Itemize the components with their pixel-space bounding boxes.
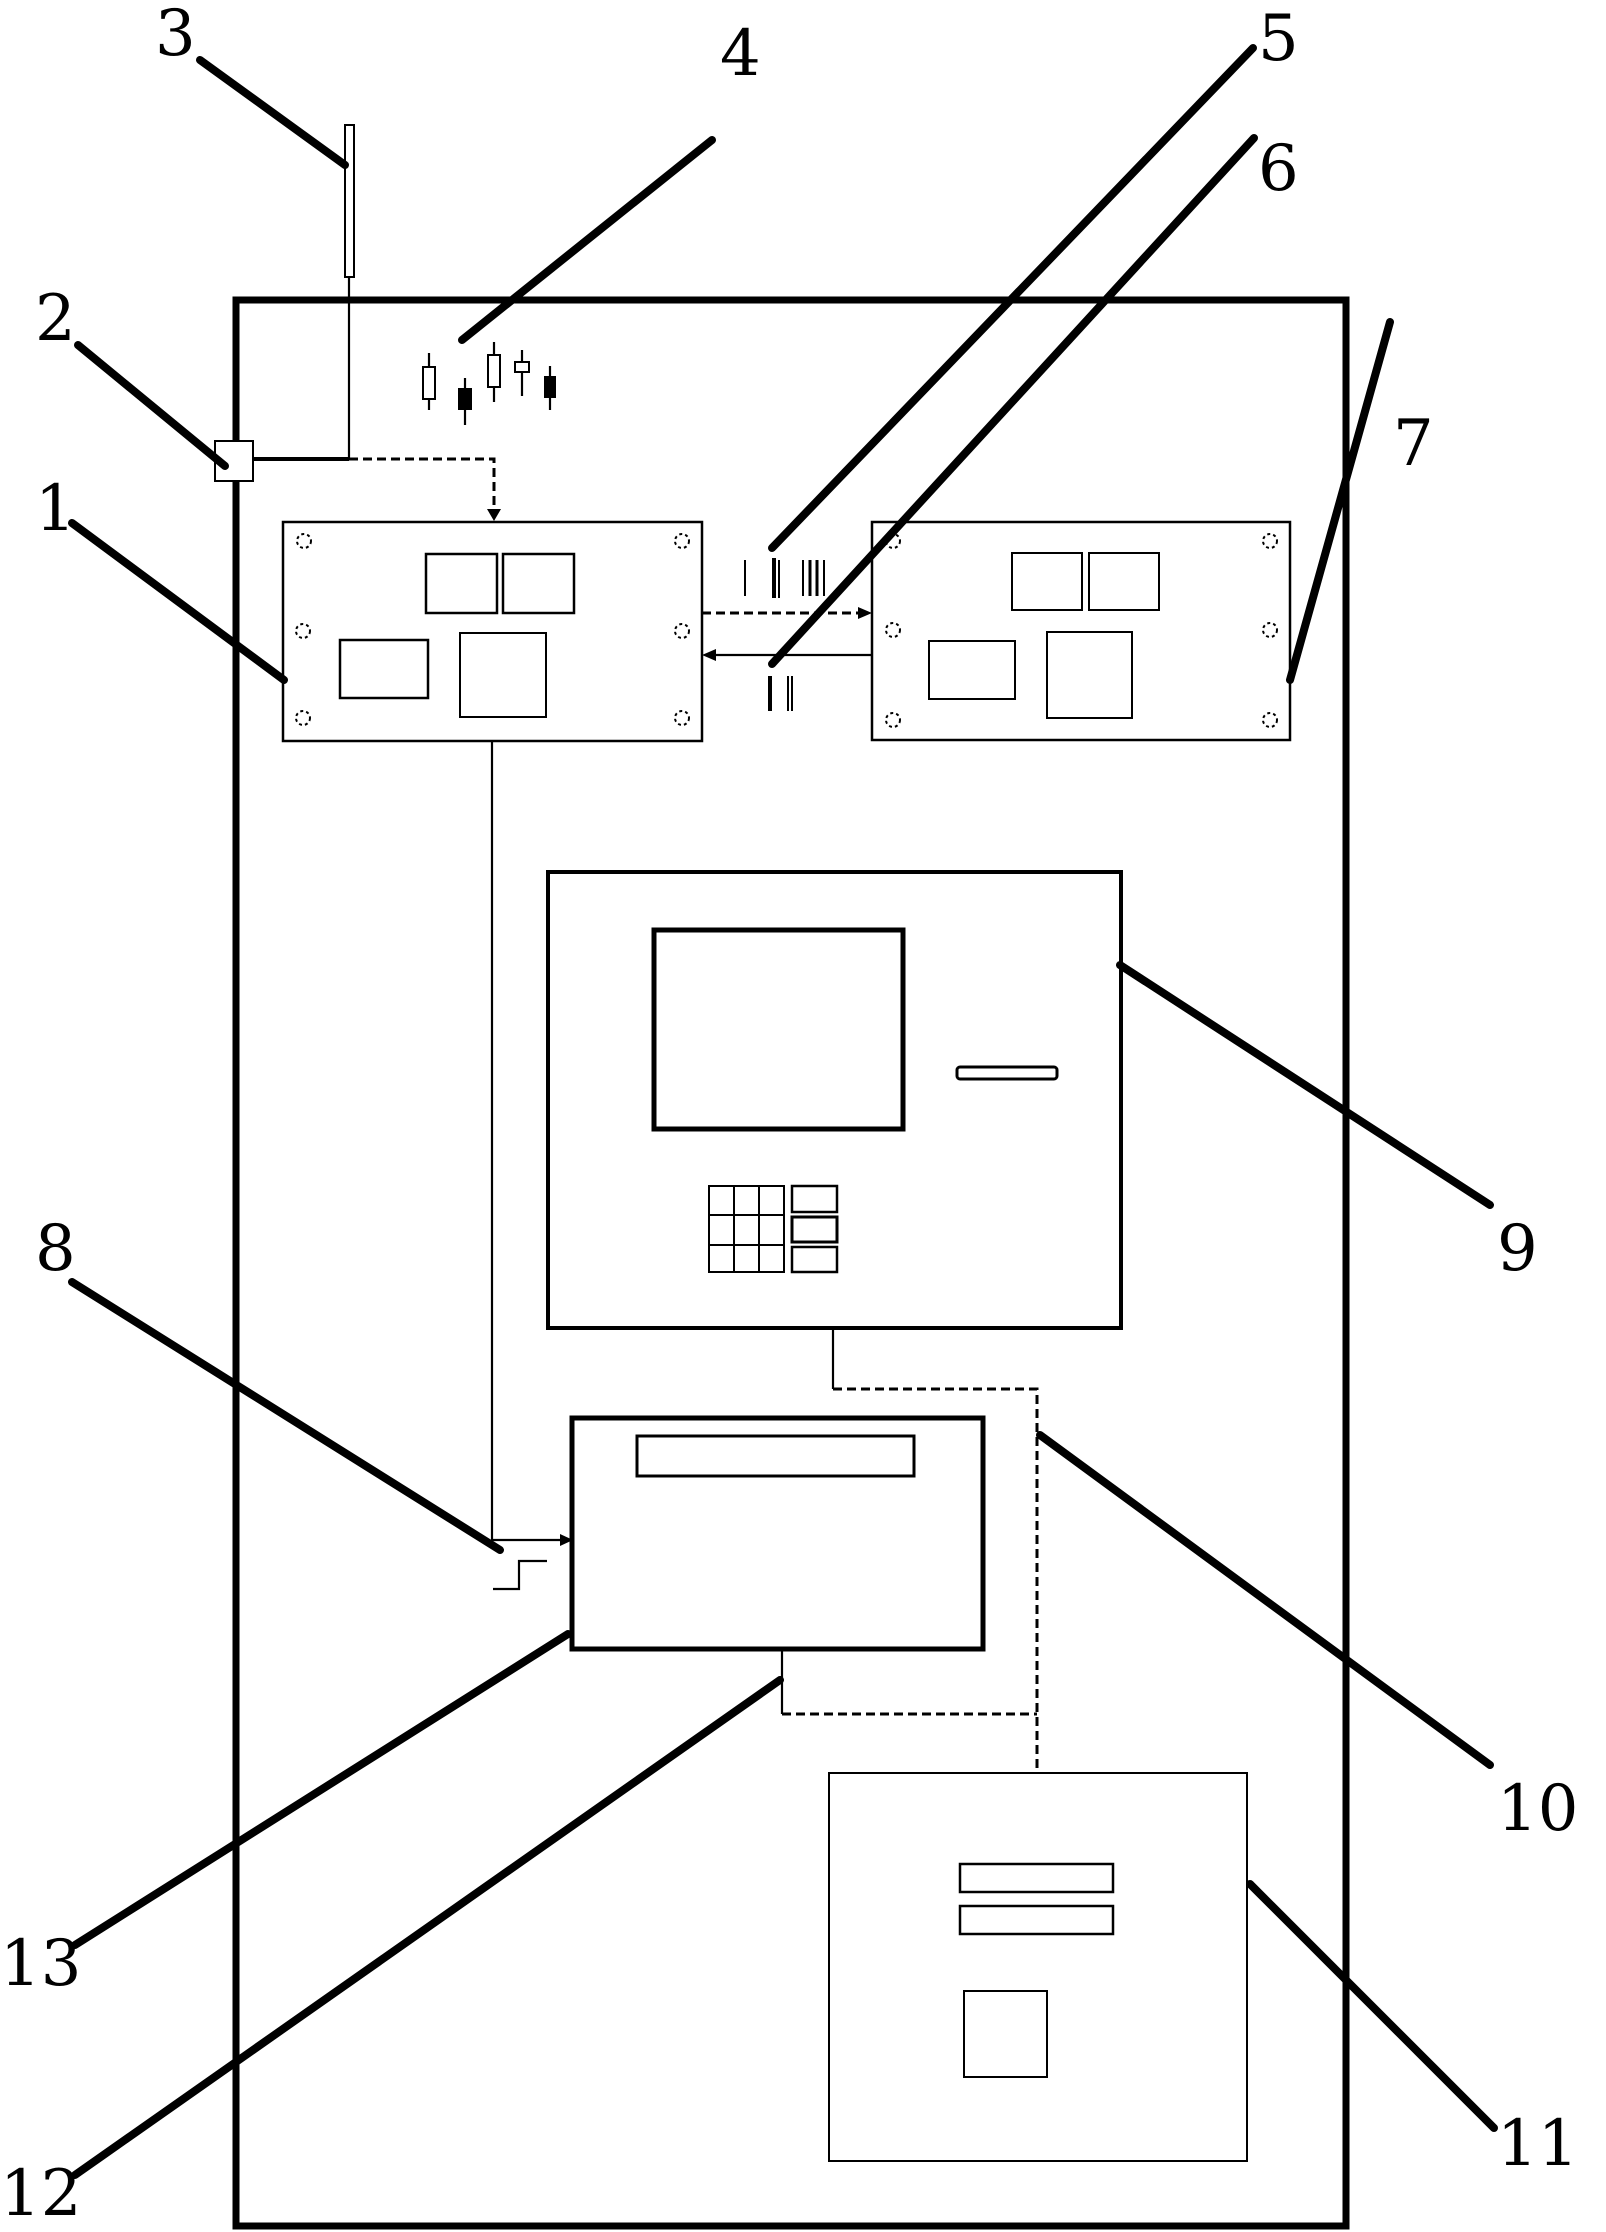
candlestick-indicator: [422, 342, 556, 425]
leader-10: [1036, 1431, 1494, 1769]
chip: [1046, 631, 1133, 719]
card-slot: [955, 1065, 1059, 1081]
chip: [1088, 552, 1160, 611]
second-circuit-board: [870, 520, 1292, 742]
label-6: 6: [1258, 132, 1299, 206]
board1-to-controller-line: [490, 741, 566, 1542]
controller-unit: [569, 1415, 986, 1652]
arrowhead-into-controller: [560, 1534, 573, 1546]
leader-12: [71, 1676, 784, 2179]
label-1: 1: [35, 472, 76, 546]
indicator-strip: [958, 1904, 1115, 1936]
label-4: 4: [720, 17, 761, 91]
controller-display: [635, 1434, 916, 1478]
leader-6: [768, 134, 1258, 668]
label-11: 11: [1497, 2107, 1578, 2181]
leader-9: [1116, 961, 1494, 1209]
chip: [501, 552, 576, 615]
label-13: 13: [0, 1927, 81, 2001]
chip: [1011, 552, 1083, 611]
leader-4: [458, 136, 716, 344]
arrowhead-into-board1: [702, 649, 716, 661]
leader-1: [68, 519, 288, 684]
feed-to-board1-dashed-line: [349, 457, 496, 515]
leader-5: [768, 44, 1257, 552]
arrowhead-into-board1: [487, 509, 501, 521]
leader-lines: [68, 44, 1498, 2179]
cabinet-frame: [232, 296, 1350, 2230]
first-circuit-board: [281, 520, 704, 743]
label-8: 8: [35, 1212, 76, 1286]
indicator-strip: [958, 1862, 1115, 1894]
chip: [338, 638, 430, 700]
power-socket: [963, 1990, 1048, 2078]
power-unit: [828, 1772, 1248, 2162]
return-signal-bars: [768, 676, 793, 711]
label-7: 7: [1393, 407, 1434, 481]
terminal-dashed-link: [833, 1387, 1039, 1773]
label-5: 5: [1258, 2, 1299, 76]
terminal-unit: [546, 870, 1123, 1330]
label-2: 2: [35, 282, 76, 356]
mounting-holes: [885, 533, 1278, 728]
step-signal: [493, 1559, 547, 1591]
label-12: 12: [0, 2157, 81, 2231]
label-10: 10: [1497, 1772, 1578, 1846]
arrowhead-into-board7: [858, 607, 872, 619]
display-screen: [651, 927, 906, 1132]
leader-11: [1246, 1880, 1498, 2132]
leader-13: [71, 1630, 572, 1949]
chip: [424, 552, 499, 615]
mounting-holes: [295, 533, 690, 726]
chip: [459, 632, 547, 718]
chip: [928, 640, 1016, 700]
forward-signal-bars: [744, 558, 825, 598]
keypad: [708, 1184, 839, 1274]
leader-3: [196, 56, 349, 169]
leader-8: [68, 1278, 504, 1554]
label-3: 3: [155, 0, 196, 71]
leader-2: [74, 341, 229, 470]
antenna: [344, 124, 355, 278]
leader-7: [1286, 318, 1394, 684]
label-9: 9: [1497, 1212, 1538, 1286]
